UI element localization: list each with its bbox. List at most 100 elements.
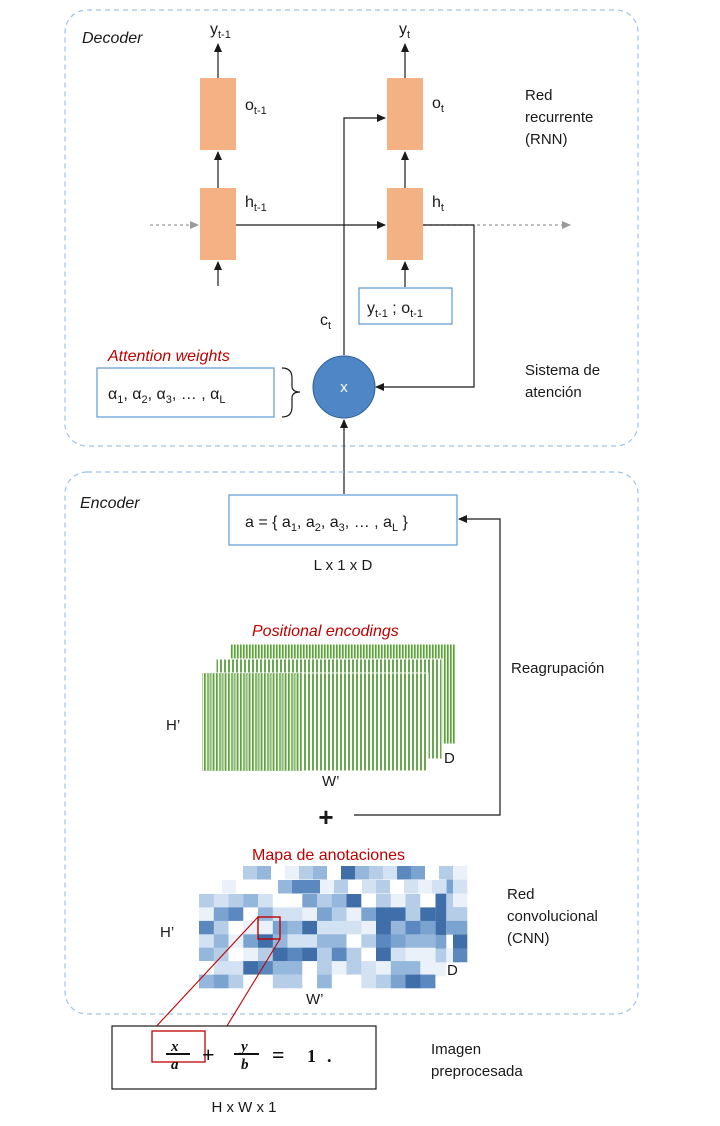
attention-multiply-node: [312, 355, 376, 419]
heatmap-cell: [317, 947, 333, 962]
a-dims-label: L x 1 x D: [314, 557, 373, 574]
heatmap-cell: [222, 880, 237, 894]
heatmap-cell: [346, 894, 362, 908]
formula-y: y: [239, 1039, 248, 1055]
heatmap-cell: [264, 880, 279, 894]
heatmap-cell: [432, 880, 447, 894]
heatmap-cell: [317, 894, 333, 908]
heatmap-cell: [404, 880, 419, 894]
heatmap-cell: [331, 907, 347, 922]
input-image-frame: [111, 1025, 377, 1090]
heatmap-cell: [432, 948, 447, 963]
attention-system-label: Sistema de atención: [525, 362, 604, 401]
heatmap-cell: [272, 947, 288, 962]
heatmap-cell: [199, 907, 215, 922]
alpha-box: [96, 367, 275, 418]
heatmap-cell: [420, 947, 436, 962]
heatmap-cell: [258, 894, 274, 908]
heatmap-cell: [432, 893, 447, 908]
heatmap-cell: [390, 974, 406, 989]
heatmap-cell: [287, 974, 303, 989]
heatmap-cell: [299, 866, 314, 880]
heatmap-cell: [331, 947, 347, 962]
heatmap-cell: [287, 894, 303, 908]
heatmap-cell: [361, 907, 377, 922]
heatmap-cell: [313, 866, 328, 880]
o-cur-label: ot: [432, 95, 444, 115]
heatmap-cell: [411, 866, 426, 880]
heatmap-cell: [243, 907, 259, 922]
heatmap-cell: [418, 880, 433, 894]
heatmap-cell: [362, 880, 377, 894]
heatmap-cell: [272, 894, 288, 908]
heatmap-cell: [405, 947, 421, 962]
input-dims-label: H x W x 1: [211, 1099, 276, 1116]
heatmap-cell: [199, 920, 215, 935]
heatmap-cell: [453, 893, 468, 908]
heatmap-cell: [292, 880, 307, 894]
heatmap-cell: [258, 920, 274, 935]
heatmap-cell: [346, 947, 362, 962]
heatmap-cell: [228, 920, 244, 935]
heatmap-cell: [376, 920, 392, 935]
heatmap-cell: [390, 920, 406, 935]
heatmap-cell: [346, 961, 362, 975]
heatmap-cell: [432, 907, 447, 922]
heatmap-cell: [213, 974, 229, 989]
projection-line-left: [151, 916, 259, 1032]
pe-d-label: D: [444, 750, 455, 767]
heatmap-cell: [327, 866, 342, 880]
am-d-label: D: [447, 962, 458, 979]
formula-equals: =: [272, 1042, 285, 1067]
heatmap-cell: [420, 961, 436, 975]
heatmap-cell: [243, 961, 259, 975]
formula-a: a: [171, 1057, 179, 1073]
heatmap-cell: [420, 934, 436, 948]
heatmap-cell: [376, 894, 392, 908]
heatmap-cell: [287, 920, 303, 935]
heatmap-cell: [199, 974, 215, 989]
formula-b: b: [241, 1057, 249, 1073]
positional-title: Positional encodings: [252, 623, 399, 640]
heatmap-cell: [243, 974, 259, 989]
o-prev-label: ot-1: [245, 97, 267, 117]
heatmap-cell: [369, 866, 384, 880]
formula: x a + y b = 1 .: [166, 1039, 332, 1073]
a-vector-text: a = { a1, a2, a3, … , aL }: [245, 514, 409, 534]
positional-encodings-stack: [201, 643, 457, 772]
heatmap-cell: [302, 947, 318, 962]
formula-one: 1: [307, 1046, 316, 1066]
heatmap-cell: [271, 866, 286, 880]
heatmap-cell: [376, 974, 392, 989]
heatmap-cell: [317, 934, 333, 948]
heatmap-cell: [331, 934, 347, 948]
am-h-label: H’: [160, 924, 174, 941]
heatmap-cell: [317, 920, 333, 935]
heatmap-cell: [302, 974, 318, 989]
heatmap-cell: [420, 907, 436, 922]
heatmap-cell: [376, 934, 392, 948]
heatmap-cell: [302, 934, 318, 948]
heatmap-cell: [199, 947, 215, 962]
heatmap-cell: [243, 894, 259, 908]
heatmap-cell: [397, 866, 412, 880]
heatmap-cell: [320, 880, 335, 894]
heatmap-cell: [376, 947, 392, 962]
input-receptive-box: [151, 1030, 206, 1063]
rnn-label: Red recurrente (RNN): [525, 87, 598, 148]
heatmap-cell: [199, 961, 215, 975]
heatmap-cell: [348, 880, 363, 894]
h-prev-label: ht-1: [245, 194, 267, 214]
heatmap-cell: [317, 974, 333, 989]
heatmap-cell: [346, 907, 362, 922]
heatmap-cell: [390, 894, 406, 908]
y-prev-label: yt-1: [210, 21, 231, 41]
heatmap-cell: [361, 920, 377, 935]
attention-multiply-symbol: x: [340, 379, 348, 396]
heatmap-cell: [258, 907, 274, 922]
pe-h-label: H’: [166, 717, 180, 734]
heatmap-cell: [213, 934, 229, 948]
heatmap-cell: [287, 947, 303, 962]
encoder-panel: [64, 471, 639, 1015]
